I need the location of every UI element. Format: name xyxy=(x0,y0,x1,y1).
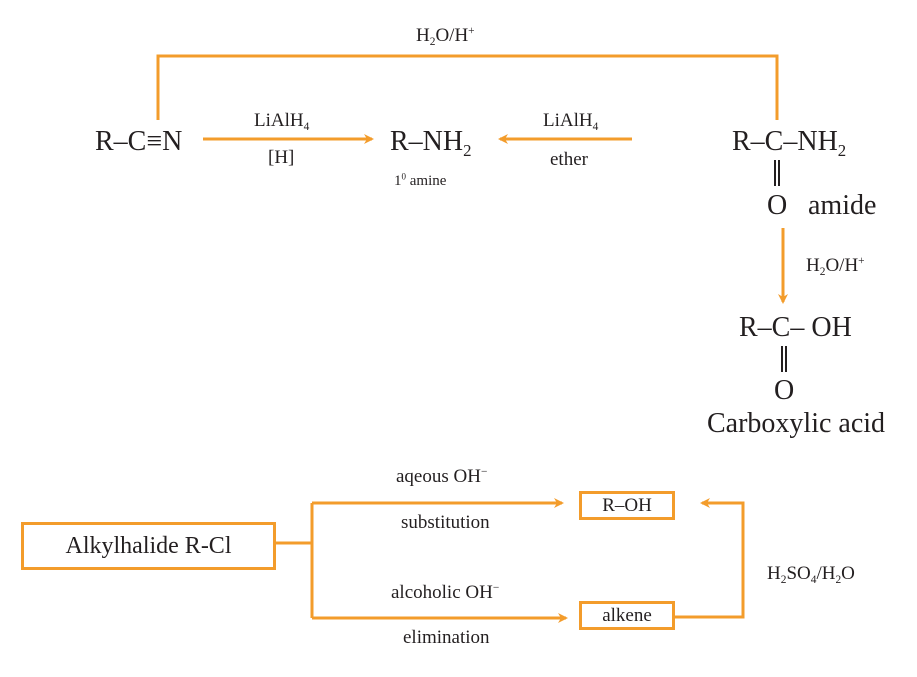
lialh4-reagent-left: LiAlH4 xyxy=(254,110,310,133)
elimination-label: elimination xyxy=(403,627,490,648)
alkyl-halide-label: Alkylhalide R-Cl xyxy=(65,532,232,559)
alcohol-box: R–OH xyxy=(579,491,675,520)
amine-label: 10 amine xyxy=(394,171,447,189)
acid-oxygen: O xyxy=(774,375,795,406)
lialh4-reagent-right: LiAlH4 xyxy=(543,110,599,133)
hydrogen-reagent: [H] xyxy=(268,147,295,168)
amide-oxygen: O xyxy=(767,190,788,221)
alkene-label: alkene xyxy=(602,604,652,626)
hydrolysis-reagent-top: H2O/H+ xyxy=(416,25,475,48)
amide-double-bond xyxy=(774,160,780,186)
amide-formula: R–C–NH2 xyxy=(732,126,847,160)
hydrolysis-reagent-right: H2O/H+ xyxy=(806,255,865,278)
acid-double-bond xyxy=(781,346,787,372)
alcohol-label: R–OH xyxy=(602,494,652,516)
carboxylic-acid-formula: R–C– OH xyxy=(739,312,852,343)
aqueous-oh-reagent: aqeous OH− xyxy=(396,466,488,487)
alcoholic-oh-reagent: alcoholic OH− xyxy=(391,582,500,603)
alkene-box: alkene xyxy=(579,601,675,630)
hydration-reagent: H2SO4/H2O xyxy=(767,563,855,586)
nitrile-amide-bracket xyxy=(156,54,779,120)
carboxylic-acid-label: Carboxylic acid xyxy=(707,408,886,439)
substitution-label: substitution xyxy=(401,512,490,533)
alkyl-halide-box: Alkylhalide R-Cl xyxy=(21,522,276,570)
amine-formula: R–NH2 xyxy=(390,126,472,160)
amide-label: amide xyxy=(808,190,877,221)
arrow-alkene-to-alcohol xyxy=(675,498,745,619)
ether-reagent: ether xyxy=(550,149,588,170)
nitrile-formula: R–C≡N xyxy=(95,126,183,157)
